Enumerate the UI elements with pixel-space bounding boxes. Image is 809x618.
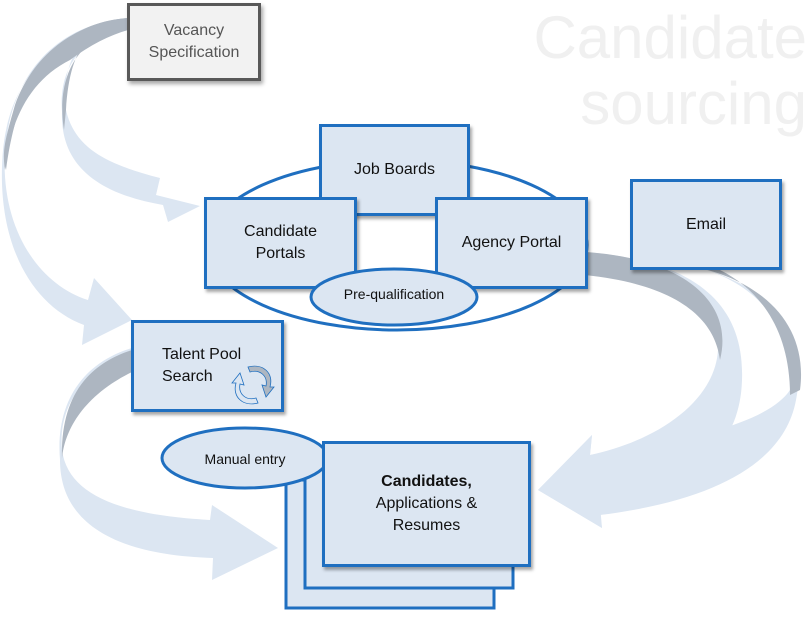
email-label: Email <box>685 215 726 233</box>
diagram-title: Candidate sourcing <box>533 5 807 137</box>
email-box: Email <box>630 179 782 270</box>
candidates-title: Candidates, <box>381 473 472 490</box>
arrow-vacancy-to-sources <box>61 22 201 222</box>
pre-qualification-ellipse <box>309 267 479 327</box>
arrow-talent-pool-to-candidates-dark <box>61 350 132 460</box>
arrow-email-to-candidates-dark <box>700 268 802 395</box>
vacancy-label-1: Vacancy <box>163 22 225 39</box>
candidates-box: Candidates, Applications & Resumes <box>322 441 531 567</box>
manual-entry-label: Manual entry <box>204 451 286 467</box>
vacancy-label-2: Specification <box>148 44 240 61</box>
title-line-1: Candidate <box>533 4 807 71</box>
pre-qualification-label: Pre-qualification <box>343 286 445 302</box>
candidate-portals-label-1: Candidate <box>244 223 317 240</box>
arrow-agency-to-candidates-dark <box>585 252 723 360</box>
agency-portal-box: Agency Portal <box>435 197 588 289</box>
refresh-cycle-icon <box>231 365 275 405</box>
talent-pool-label-1: Talent Pool <box>162 346 242 363</box>
candidate-portals-label-2: Portals <box>255 245 306 262</box>
candidates-label-2: Resumes <box>392 517 461 534</box>
talent-pool-label-2: Search <box>162 368 213 385</box>
vacancy-specification-box: Vacancy Specification <box>127 3 261 81</box>
arrow-talent-pool-to-candidates <box>59 348 279 580</box>
talent-pool-search-box: Talent Pool Search <box>131 320 284 412</box>
arrow-left-band-dark <box>3 18 128 170</box>
job-boards-label: Job Boards <box>354 161 435 178</box>
title-line-2: sourcing <box>580 70 807 137</box>
arrow-vacancy-to-talent-pool <box>1 18 132 345</box>
candidates-label-1: Applications & <box>375 495 478 512</box>
candidate-portals-box: Candidate Portals <box>204 197 357 289</box>
agency-portal-label: Agency Portal <box>461 234 562 251</box>
arrow-email-to-candidates <box>538 268 799 528</box>
